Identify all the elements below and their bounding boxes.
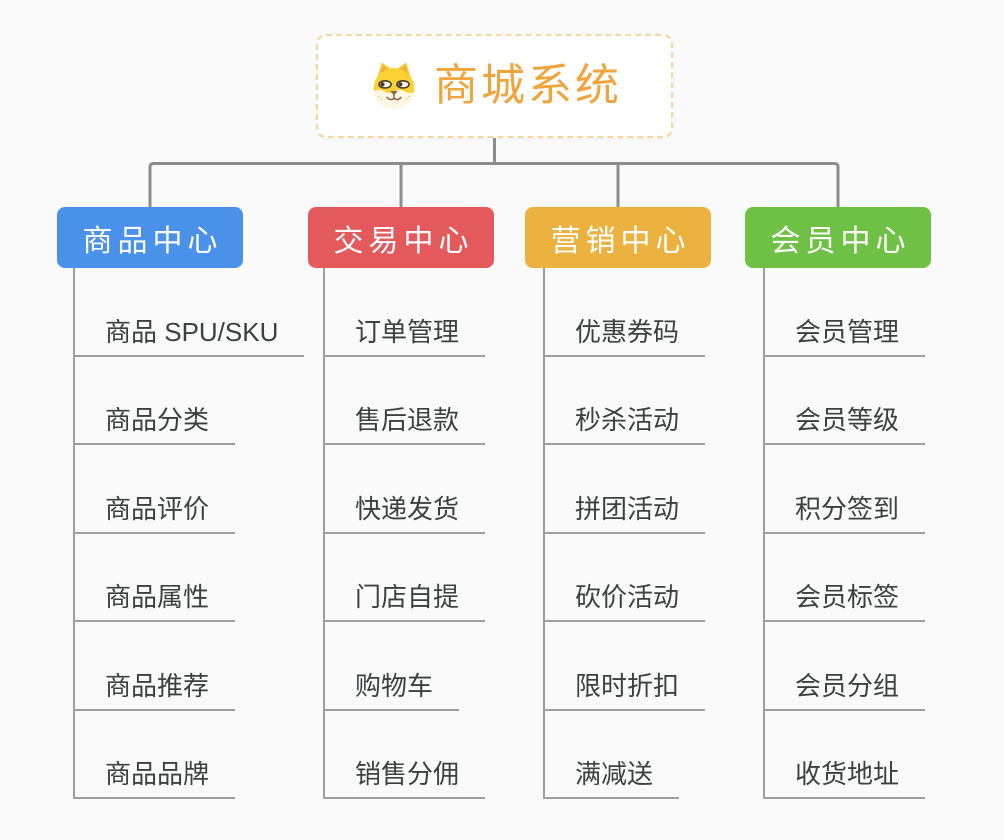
leaf-product-category[interactable]: 商品分类 xyxy=(73,405,236,445)
branch-member-center[interactable]: 会员中心 xyxy=(745,207,931,268)
leaf-sales-commission[interactable]: 销售分佣 xyxy=(323,759,486,799)
leaf-full-reduction[interactable]: 满减送 xyxy=(543,759,680,799)
leaf-order-management[interactable]: 订单管理 xyxy=(323,317,486,357)
branch-label: 会员中心 xyxy=(770,224,911,258)
leaf-product-spu-sku[interactable]: 商品 SPU/SKU xyxy=(73,317,305,357)
branch-label: 交易中心 xyxy=(333,224,474,258)
doge-icon xyxy=(367,60,421,112)
branch-label: 营销中心 xyxy=(550,224,691,258)
leaf-express-delivery[interactable]: 快递发货 xyxy=(323,494,486,534)
branch-marketing-center[interactable]: 营销中心 xyxy=(525,207,711,268)
branch-connector-line xyxy=(763,268,765,799)
leaf-member-group[interactable]: 会员分组 xyxy=(763,671,926,711)
root-title: 商城系统 xyxy=(434,61,622,110)
branch-connector-line xyxy=(543,268,545,799)
leaf-shipping-address[interactable]: 收货地址 xyxy=(763,759,926,799)
branch-column-member: 会员管理 会员等级 积分签到 会员标签 会员分组 收货地址 xyxy=(763,268,926,799)
leaf-flash-sale[interactable]: 秒杀活动 xyxy=(543,405,706,445)
branch-label: 商品中心 xyxy=(82,224,223,258)
root-node[interactable]: 商城系统 xyxy=(316,34,673,138)
leaf-group-buy[interactable]: 拼团活动 xyxy=(543,494,706,534)
branch-column-trade: 订单管理 售后退款 快递发货 门店自提 购物车 销售分佣 xyxy=(323,268,486,799)
leaf-shopping-cart[interactable]: 购物车 xyxy=(323,671,460,711)
branch-connector-line xyxy=(73,268,75,799)
leaf-member-management[interactable]: 会员管理 xyxy=(763,317,926,357)
leaf-product-brand[interactable]: 商品品牌 xyxy=(73,759,236,799)
branch-product-center[interactable]: 商品中心 xyxy=(57,207,243,268)
leaf-member-tag[interactable]: 会员标签 xyxy=(763,582,926,622)
leaf-product-attribute[interactable]: 商品属性 xyxy=(73,582,236,622)
leaf-points-checkin[interactable]: 积分签到 xyxy=(763,494,926,534)
branch-column-marketing: 优惠券码 秒杀活动 拼团活动 砍价活动 限时折扣 满减送 xyxy=(543,268,706,799)
branch-connector-line xyxy=(323,268,325,799)
leaf-coupon-code[interactable]: 优惠券码 xyxy=(543,317,706,357)
branch-trade-center[interactable]: 交易中心 xyxy=(308,207,494,268)
leaf-limited-time-discount[interactable]: 限时折扣 xyxy=(543,671,706,711)
leaf-product-review[interactable]: 商品评价 xyxy=(73,494,236,534)
leaf-aftersale-refund[interactable]: 售后退款 xyxy=(323,405,486,445)
leaf-product-recommend[interactable]: 商品推荐 xyxy=(73,671,236,711)
leaf-store-pickup[interactable]: 门店自提 xyxy=(323,582,486,622)
leaf-member-level[interactable]: 会员等级 xyxy=(763,405,926,445)
branch-column-product: 商品 SPU/SKU 商品分类 商品评价 商品属性 商品推荐 商品品牌 xyxy=(73,268,305,799)
leaf-bargain-activity[interactable]: 砍价活动 xyxy=(543,582,706,622)
